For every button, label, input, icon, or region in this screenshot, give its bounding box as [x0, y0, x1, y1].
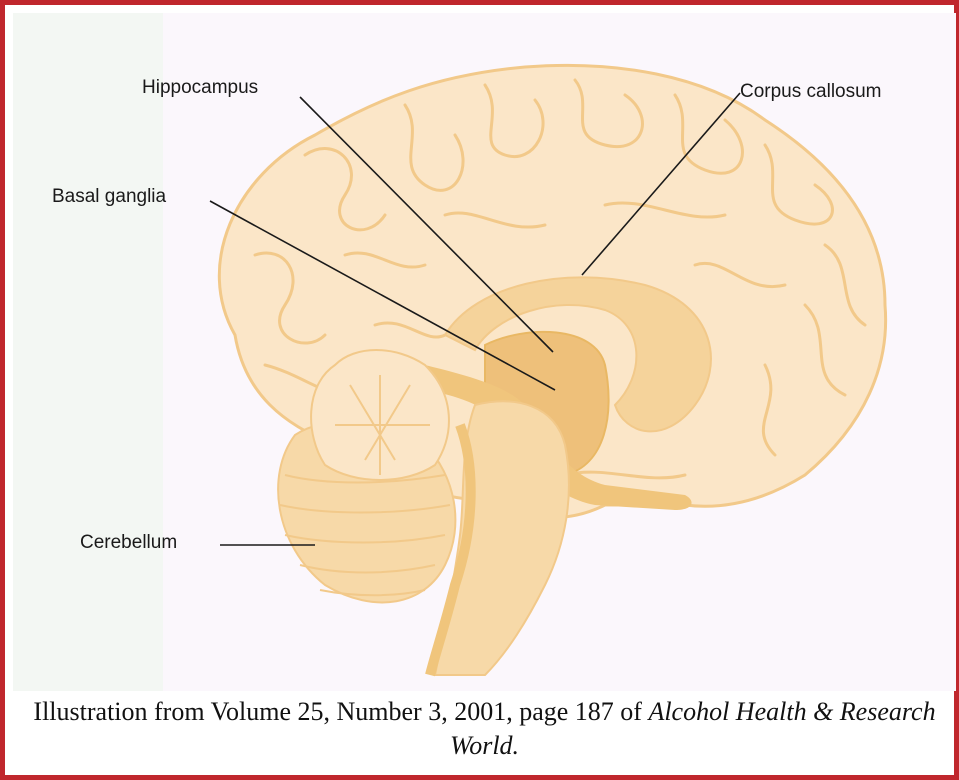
caption-text: Illustration from Volume 25, Number 3, 2…: [33, 697, 642, 726]
label-corpus-callosum: Corpus callosum: [740, 82, 882, 101]
figure-caption: Illustration from Volume 25, Number 3, 2…: [10, 695, 959, 763]
label-basal-ganglia: Basal ganglia: [52, 187, 166, 206]
brain-diagram: [5, 5, 954, 685]
label-cerebellum: Cerebellum: [80, 533, 177, 552]
label-hippocampus: Hippocampus: [142, 78, 258, 97]
